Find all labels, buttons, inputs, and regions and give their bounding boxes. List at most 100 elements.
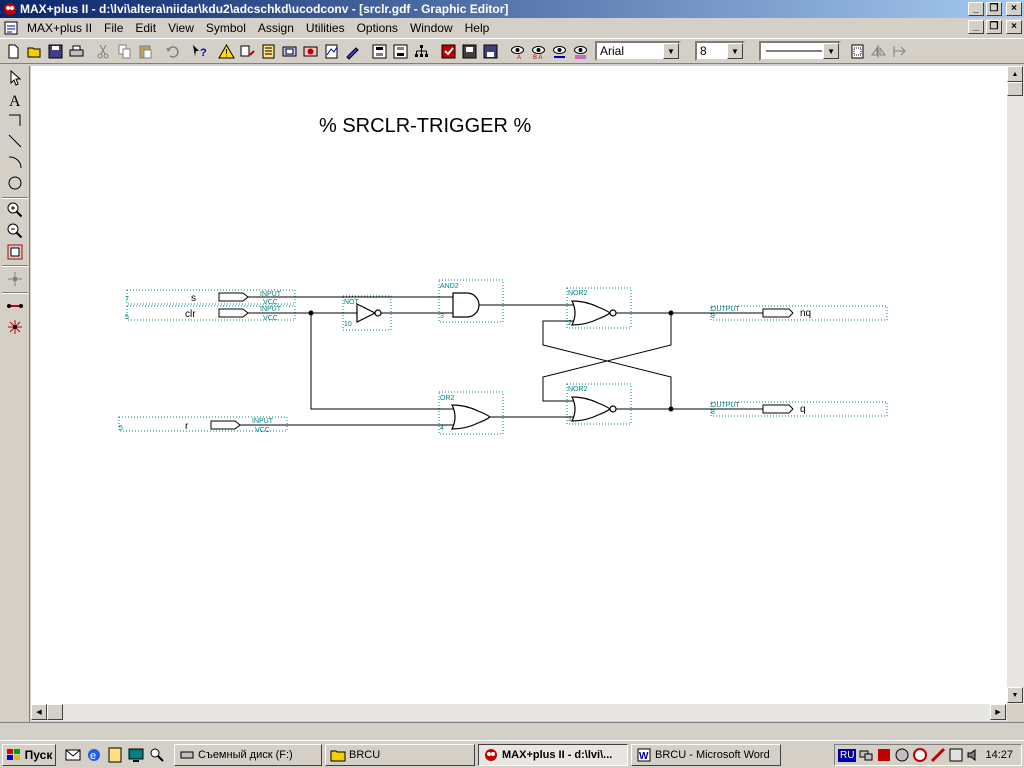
window-titlebar[interactable]: MAX+plus II - d:\lvi\altera\niidar\kdu2\…	[0, 0, 1024, 18]
doc-minimize-button[interactable]: _	[968, 20, 984, 34]
line-style-select[interactable]: ▼	[759, 41, 841, 61]
compiler-button[interactable]	[279, 41, 300, 62]
app-tray-icon[interactable]	[948, 747, 964, 763]
context-help-button[interactable]: ?	[189, 41, 210, 62]
line-style-dropdown-icon[interactable]: ▼	[823, 43, 839, 59]
save-simulate-button[interactable]	[480, 41, 501, 62]
language-indicator[interactable]: RU	[838, 748, 857, 762]
input-r-box[interactable]	[118, 416, 288, 432]
horizontal-scrollbar[interactable]: ◀ ▶	[31, 704, 1007, 721]
nor2-bottom-bubble[interactable]	[609, 405, 617, 413]
scroll-right-icon[interactable]: ▶	[990, 704, 1006, 720]
cut-button[interactable]	[93, 41, 114, 62]
floorplan-button[interactable]	[258, 41, 279, 62]
doc-close-button[interactable]: ×	[1006, 20, 1022, 34]
vertical-scroll-thumb[interactable]	[1007, 82, 1023, 96]
show-desktop-icon[interactable]	[127, 746, 145, 764]
clock-utility-icon[interactable]	[894, 747, 910, 763]
menu-view[interactable]: View	[168, 21, 194, 35]
open-hierarchy-up-button[interactable]	[369, 41, 390, 62]
vertical-scrollbar[interactable]: ▲ ▼	[1007, 66, 1024, 704]
volume-icon[interactable]	[966, 747, 982, 763]
or2-gate-symbol[interactable]	[451, 404, 492, 430]
menu-utilities[interactable]: Utilities	[305, 21, 345, 35]
input-clr-name[interactable]: clr	[185, 309, 196, 320]
wire-clr-to-or[interactable]	[310, 313, 454, 410]
programmer-button[interactable]	[342, 41, 363, 62]
or2-gate-box[interactable]	[438, 391, 504, 435]
arc-tool[interactable]	[4, 152, 26, 172]
network-icon[interactable]	[858, 747, 874, 763]
save-button[interactable]	[45, 41, 66, 62]
fit-page-button[interactable]	[847, 41, 868, 62]
circle-tool[interactable]	[4, 173, 26, 193]
output-nq-pin-shape[interactable]	[762, 308, 794, 318]
hierarchy-display-button[interactable]	[411, 41, 432, 62]
flip-horizontal-button[interactable]	[868, 41, 889, 62]
font-size-dropdown-icon[interactable]: ▼	[727, 43, 743, 59]
not-gate-bubble[interactable]	[374, 309, 382, 317]
orthogonal-line-tool[interactable]	[4, 110, 26, 130]
timing-analyzer-button[interactable]	[321, 41, 342, 62]
new-file-button[interactable]	[3, 41, 24, 62]
clock[interactable]: 14:27	[985, 749, 1013, 761]
outlook-express-icon[interactable]	[64, 746, 82, 764]
task-maxplus[interactable]: MAX+plus II - d:\lvi\...	[478, 743, 628, 766]
minimize-button[interactable]: _	[968, 2, 984, 16]
input-s-name[interactable]: s	[191, 293, 196, 304]
close-button[interactable]: ×	[1006, 2, 1022, 16]
antivirus-icon[interactable]	[876, 747, 892, 763]
select-tool[interactable]	[4, 68, 26, 88]
warning-button[interactable]	[216, 41, 237, 62]
schematic-title[interactable]: % SRCLR-TRIGGER %	[319, 115, 531, 137]
paste-button[interactable]	[135, 41, 156, 62]
notepad-icon[interactable]	[106, 746, 124, 764]
input-clr-pin-shape[interactable]	[218, 308, 249, 318]
nor2-top-symbol[interactable]	[571, 300, 612, 326]
internet-explorer-icon[interactable]: e	[85, 746, 103, 764]
text-tool[interactable]: A	[4, 90, 26, 110]
font-name-dropdown-icon[interactable]: ▼	[663, 43, 679, 59]
open-hierarchy-down-button[interactable]	[390, 41, 411, 62]
start-button[interactable]: Пуск	[2, 743, 56, 766]
hierarchy-button[interactable]	[237, 41, 258, 62]
view-option-3-button[interactable]	[549, 41, 570, 62]
copy-button[interactable]	[114, 41, 135, 62]
menu-help[interactable]: Help	[464, 21, 490, 35]
document-icon[interactable]	[3, 20, 19, 36]
nor2-top-box[interactable]	[566, 287, 632, 329]
menu-maxplus[interactable]: MAX+plus II	[27, 21, 93, 35]
task-brcu-folder[interactable]: BRCU	[325, 743, 475, 766]
font-name-select[interactable]: Arial ▼	[595, 41, 681, 61]
search-icon[interactable]	[148, 746, 166, 764]
output-q-name[interactable]: q	[800, 404, 806, 415]
view-option-4-button[interactable]	[570, 41, 591, 62]
maximize-button[interactable]: ❐	[986, 2, 1002, 16]
input-s-pin-shape[interactable]	[218, 292, 249, 302]
power-icon[interactable]	[912, 747, 928, 763]
doc-restore-button[interactable]: ❐	[986, 20, 1002, 34]
menu-assign[interactable]: Assign	[257, 21, 294, 35]
font-size-select[interactable]: 8 ▼	[695, 41, 745, 61]
zoom-in-tool[interactable]	[4, 200, 26, 220]
nor2-bottom-symbol[interactable]	[571, 396, 612, 422]
fit-in-window-tool[interactable]	[4, 242, 26, 262]
menu-symbol[interactable]: Symbol	[205, 21, 246, 35]
simulator-button[interactable]	[300, 41, 321, 62]
scroll-left-icon[interactable]: ◀	[31, 704, 47, 720]
maxplus-app-icon[interactable]	[3, 2, 17, 16]
input-r-pin-shape[interactable]	[210, 420, 241, 430]
save-check-button[interactable]	[438, 41, 459, 62]
horizontal-scroll-thumb[interactable]	[47, 704, 63, 720]
menu-file[interactable]: File	[104, 21, 124, 35]
menu-window[interactable]: Window	[409, 21, 453, 35]
connect-dots-tool[interactable]	[4, 296, 26, 316]
undo-button[interactable]	[162, 41, 183, 62]
wire-feedback-q[interactable]	[542, 320, 672, 409]
wire-feedback-nq[interactable]	[542, 313, 672, 402]
open-button[interactable]	[24, 41, 45, 62]
zoom-out-tool[interactable]	[4, 221, 26, 241]
output-nq-name[interactable]: nq	[800, 308, 811, 319]
scroll-down-icon[interactable]: ▼	[1007, 687, 1023, 703]
and2-gate-box[interactable]	[438, 279, 504, 323]
